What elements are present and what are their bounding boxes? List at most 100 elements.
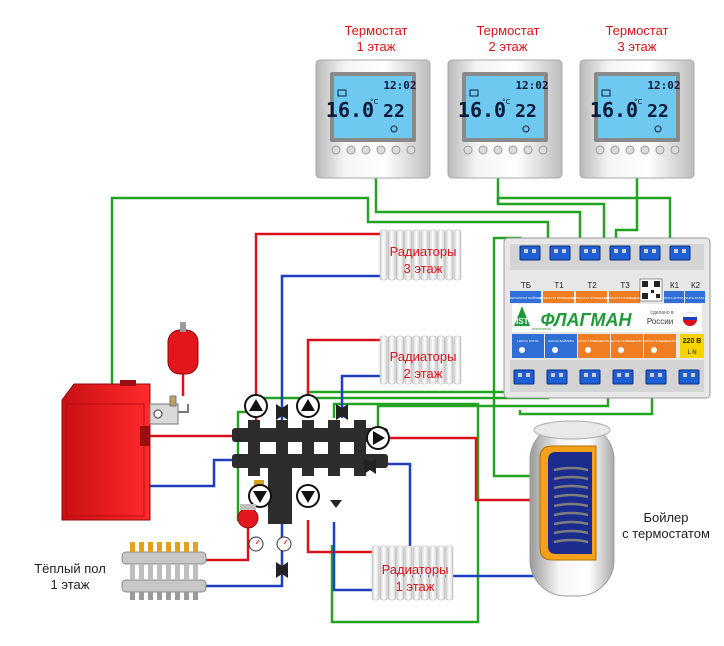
floor-loop-pipe <box>148 564 153 580</box>
thermostat-set-temp: 16.0 <box>326 98 374 122</box>
power-button[interactable] <box>331 145 341 155</box>
up-button[interactable] <box>376 145 386 155</box>
terminal-screw-icon <box>652 249 656 253</box>
valve-icon-5 <box>330 500 342 508</box>
radiator-section <box>404 545 413 601</box>
up-button-2[interactable] <box>391 145 401 155</box>
thermostat-caption-1: Термостат 1 этаж <box>326 23 426 55</box>
up-button[interactable] <box>640 145 650 155</box>
mode-button[interactable] <box>346 145 356 155</box>
floor-loop-valve <box>175 542 180 552</box>
radiator-section <box>429 545 437 601</box>
power-button[interactable] <box>463 145 473 155</box>
floor-loop-valve <box>157 542 162 552</box>
radiator-label-2-line1: Радиаторы <box>389 349 457 364</box>
expansion-tank <box>167 322 199 375</box>
top-terminal-block <box>639 245 661 261</box>
gauges <box>248 536 292 552</box>
supply-tank <box>388 436 540 502</box>
clock-icon <box>654 125 662 133</box>
coil-turn <box>553 520 589 526</box>
terminal-screw-icon <box>682 249 686 253</box>
radiator-section <box>437 545 446 601</box>
down-button[interactable] <box>538 145 548 155</box>
coil-turn <box>553 484 589 490</box>
pump-symbol-icon <box>618 347 624 353</box>
top-terminal-block <box>669 245 691 261</box>
top-terminal-desc: ПЛАТА КОТЛА 1 <box>663 296 686 300</box>
thermostat-set-temp: 16.0 <box>458 98 506 122</box>
thermostat-caption-3-line1: Термостат <box>605 23 669 38</box>
wire-boiler-board-2 <box>496 196 672 250</box>
supply-rad2 <box>306 338 380 418</box>
coil-turn <box>553 466 589 472</box>
top-terminal-code: Т1 <box>554 281 564 290</box>
floor-loops <box>130 542 198 600</box>
radiator-section <box>387 335 396 385</box>
valve-icon-1 <box>276 404 288 420</box>
home-icon <box>337 89 347 97</box>
clock-icon <box>522 125 530 133</box>
pump-symbol-icon <box>651 347 657 353</box>
up-button-2[interactable] <box>523 145 533 155</box>
bottom-terminal-band <box>611 334 643 358</box>
power-button[interactable] <box>595 145 605 155</box>
coil-turn <box>553 475 589 481</box>
top-terminal-code: К2 <box>691 281 701 290</box>
radiator-label-3-line2: 3 этаж <box>403 261 443 276</box>
radiator-section <box>388 545 396 601</box>
floor-loop-valve <box>130 542 135 552</box>
top-terminal-block <box>549 245 571 261</box>
top-terminal-block <box>519 245 541 261</box>
floor-loop-pipe <box>166 564 171 580</box>
radiator-section <box>453 229 462 281</box>
down-button[interactable] <box>406 145 416 155</box>
down-button[interactable] <box>670 145 680 155</box>
thermostat-screen <box>598 76 676 138</box>
clock-button[interactable] <box>361 145 371 155</box>
radiator-section <box>396 335 404 385</box>
valve-icon-2 <box>336 404 348 420</box>
up-button[interactable] <box>508 145 518 155</box>
thermostat-caption-1-line2: 1 этаж <box>356 39 396 54</box>
logo-text: IST <box>516 317 529 326</box>
bottom-terminal-desc: НАСОС ПОМЕЩЕНИЯ 1 <box>577 339 612 343</box>
terminal-screw-icon <box>683 373 687 377</box>
up-button-2[interactable] <box>655 145 665 155</box>
mode-button[interactable] <box>610 145 620 155</box>
thermostat-room-temp: 22 <box>383 101 405 122</box>
valve-icon-3 <box>364 458 376 474</box>
clock-button[interactable] <box>625 145 635 155</box>
top-terminal-desc: ТЕРМОСТАТ БОЙЛЕРА <box>509 296 542 300</box>
thermostat-time: 12:02 <box>647 79 680 92</box>
wire-thermostat-1 <box>374 178 582 250</box>
wire-boiler-board <box>110 196 550 386</box>
terminal-screw-icon <box>644 249 648 253</box>
russia-flag-icon <box>682 311 698 327</box>
floor-loop-valve <box>184 542 189 552</box>
terminal-screw-icon <box>617 373 621 377</box>
clock-button[interactable] <box>493 145 503 155</box>
radiator-3 <box>379 229 462 281</box>
radiator-section <box>404 229 413 281</box>
floor-loop-outlet <box>166 592 171 600</box>
thermostat-room-temp: 22 <box>647 101 669 122</box>
thermostat-caption-1-line1: Термостат <box>344 23 408 38</box>
pump-2-icon <box>296 394 320 418</box>
radiator-section <box>445 229 454 281</box>
bottom-terminal-block <box>645 369 667 385</box>
top-terminal-desc: ПЛАТА КОТЛА 2 <box>684 296 707 300</box>
thermostat-screen <box>466 76 544 138</box>
mode-button[interactable] <box>478 145 488 155</box>
safety-group <box>149 395 189 425</box>
floor-heating-label-line2: 1 этаж <box>50 577 90 592</box>
radiator-section <box>379 545 388 601</box>
terminal-screw-icon <box>691 373 695 377</box>
boiler-label: Бойлер с термостатом <box>610 510 722 542</box>
radiator-section <box>412 545 421 601</box>
home-icon <box>601 89 611 97</box>
terminal-screw-icon <box>584 249 588 253</box>
circulation-pumps <box>244 394 390 508</box>
floor-loop-pipe <box>175 564 180 580</box>
